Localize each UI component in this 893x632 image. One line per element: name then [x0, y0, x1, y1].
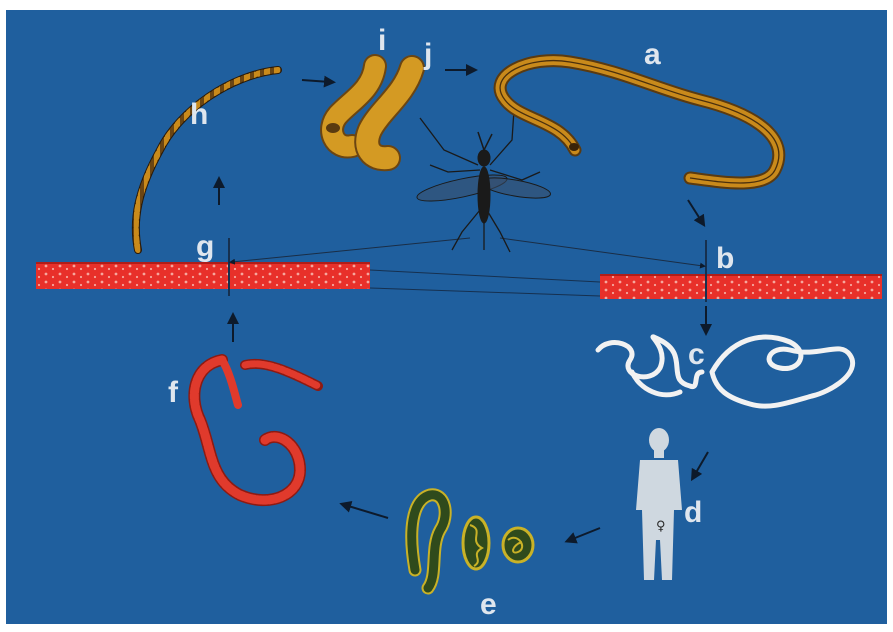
- skin-layer-left: [36, 263, 370, 289]
- label-d: d: [684, 496, 702, 529]
- female-symbol: ♀: [656, 519, 666, 534]
- label-f: f: [168, 376, 179, 409]
- skin-layer-right: [600, 275, 882, 299]
- label-e: e: [480, 588, 497, 621]
- label-a: a: [644, 38, 661, 71]
- diagram-background: [6, 10, 887, 624]
- label-c: c: [688, 338, 705, 371]
- label-b: b: [716, 242, 734, 275]
- label-i: i: [378, 24, 386, 57]
- label-j: j: [423, 38, 432, 71]
- label-h: h: [190, 98, 208, 131]
- label-g: g: [196, 230, 214, 263]
